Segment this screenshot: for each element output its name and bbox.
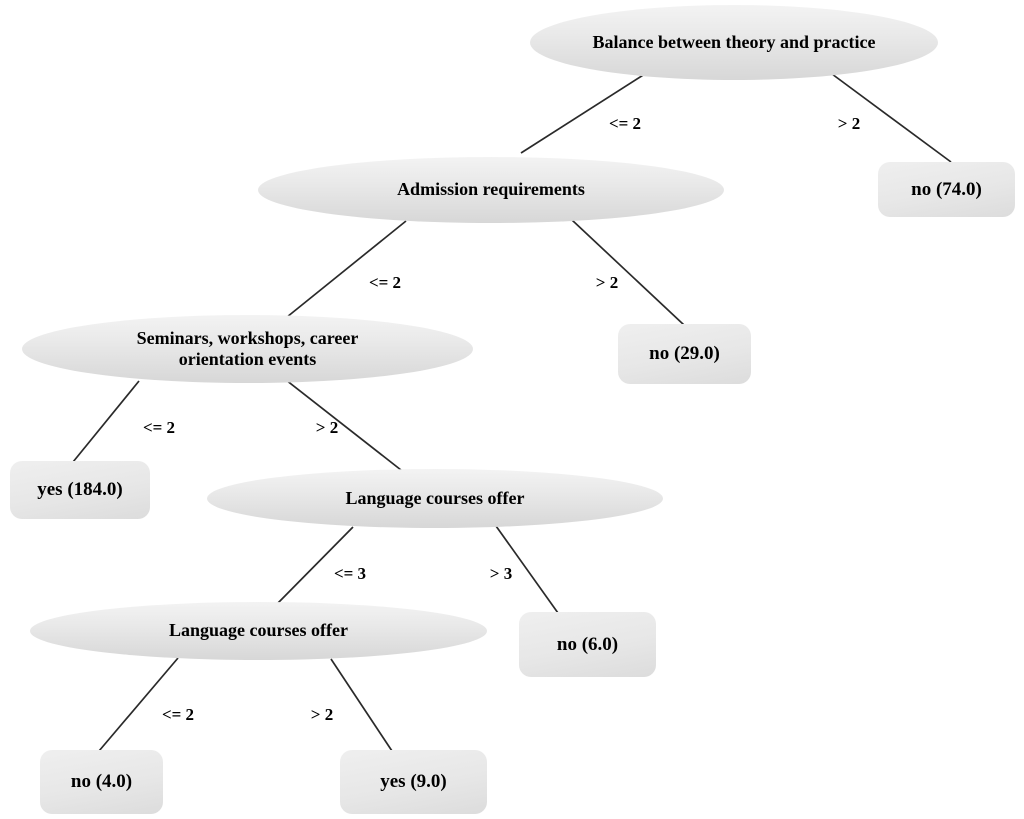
edge-line-language2-right [330,658,393,752]
edge-line-balance-left [520,71,649,154]
edge-line-seminars-right [285,379,402,471]
edge-label-balance-left: <= 2 [608,114,642,133]
leaf-label: yes (184.0) [37,479,123,500]
leaf-no-29: no (29.0) [618,324,751,384]
edge-line-admission-left [286,220,407,318]
leaf-no-6: no (6.0) [519,612,656,677]
leaf-label: no (4.0) [70,771,133,792]
edge-label-seminars-right: > 2 [315,418,339,437]
edge-label-language1-left: <= 3 [333,564,367,583]
edge-label-admission-left: <= 2 [368,273,402,292]
edge-label-seminars-left: <= 2 [142,418,176,437]
edge-line-language1-right [495,525,559,614]
edge-label-admission-right: > 2 [595,273,619,292]
node-language-courses-offer-1: Language courses offer [207,469,663,528]
node-label: Admission requirements [397,179,585,200]
node-balance-between-theory-and-practice: Balance between theory and practice [530,5,938,80]
node-label: Seminars, workshops, career orientation … [136,327,359,369]
leaf-label: no (74.0) [911,178,982,200]
node-admission-requirements: Admission requirements [258,157,724,223]
leaf-label: no (6.0) [556,633,619,655]
node-language-courses-offer-2: Language courses offer [30,602,487,660]
node-label: Balance between theory and practice [592,31,876,52]
edge-label-language2-left: <= 2 [161,705,195,724]
leaf-no-4: no (4.0) [40,750,163,814]
edge-line-balance-right [831,73,952,163]
edge-line-seminars-left [72,380,140,463]
leaf-yes-9: yes (9.0) [340,750,487,814]
leaf-label: no (29.0) [649,343,720,364]
leaf-no-74: no (74.0) [878,162,1015,217]
edge-line-language2-left [98,657,179,752]
edge-label-balance-right: > 2 [837,114,861,133]
leaf-yes-184: yes (184.0) [10,461,150,519]
edge-line-admission-right [571,219,685,326]
edge-label-language1-right: > 3 [489,564,513,583]
leaf-label: yes (9.0) [380,771,447,792]
node-label: Language courses offer [345,487,525,508]
node-label: Language courses offer [169,620,348,641]
node-seminars-workshops-career-orientation-events: Seminars, workshops, career orientation … [22,315,473,383]
edge-line-language1-left [277,526,354,604]
edge-label-language2-right: > 2 [310,705,334,724]
